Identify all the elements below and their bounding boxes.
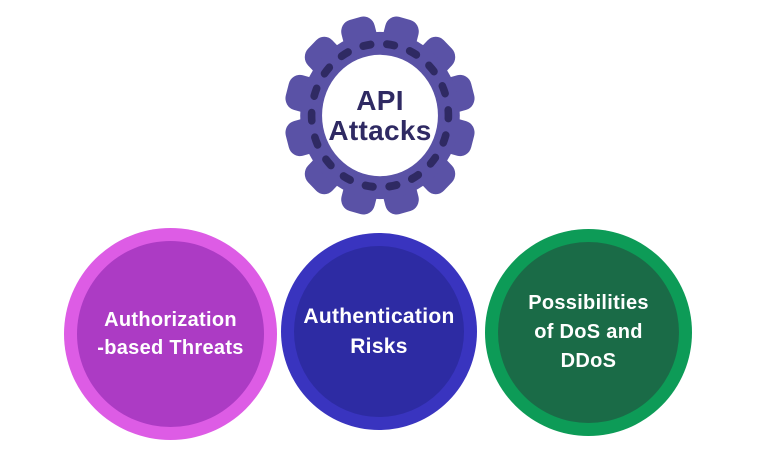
gear-center-disc: [322, 54, 438, 177]
gear-graphic: API Attacks: [285, 16, 475, 215]
title-line: Attacks: [328, 114, 432, 146]
diagram-title: API Attacks: [285, 16, 475, 215]
circle-inner-disc: Possibilities of DoS and DDoS: [498, 242, 679, 423]
gear-dashed-ring: [307, 39, 453, 192]
label-line: Authentication: [303, 304, 455, 328]
circle-authorization-based-threats: Authorization -based Threats: [64, 228, 277, 440]
circle-label: Authentication Risks: [303, 302, 454, 362]
title-line: API: [356, 84, 404, 116]
gear-icon: [285, 16, 475, 215]
circle-authentication-risks: Authentication Risks: [281, 233, 477, 430]
label-line: DDoS: [560, 350, 617, 372]
circle-inner-disc: Authorization -based Threats: [77, 241, 264, 427]
label-line: of DoS and: [534, 321, 643, 343]
label-line: -based Threats: [97, 337, 244, 359]
circle-inner-disc: Authentication Risks: [294, 246, 464, 417]
circle-label: Possibilities of DoS and DDoS: [528, 289, 649, 376]
label-line: Possibilities: [528, 292, 649, 314]
circle-label: Authorization -based Threats: [97, 306, 243, 362]
label-line: Risks: [350, 334, 408, 358]
label-line: Authorization: [104, 309, 237, 331]
circle-possibilities-of-dos-and-ddos: Possibilities of DoS and DDoS: [485, 229, 692, 436]
